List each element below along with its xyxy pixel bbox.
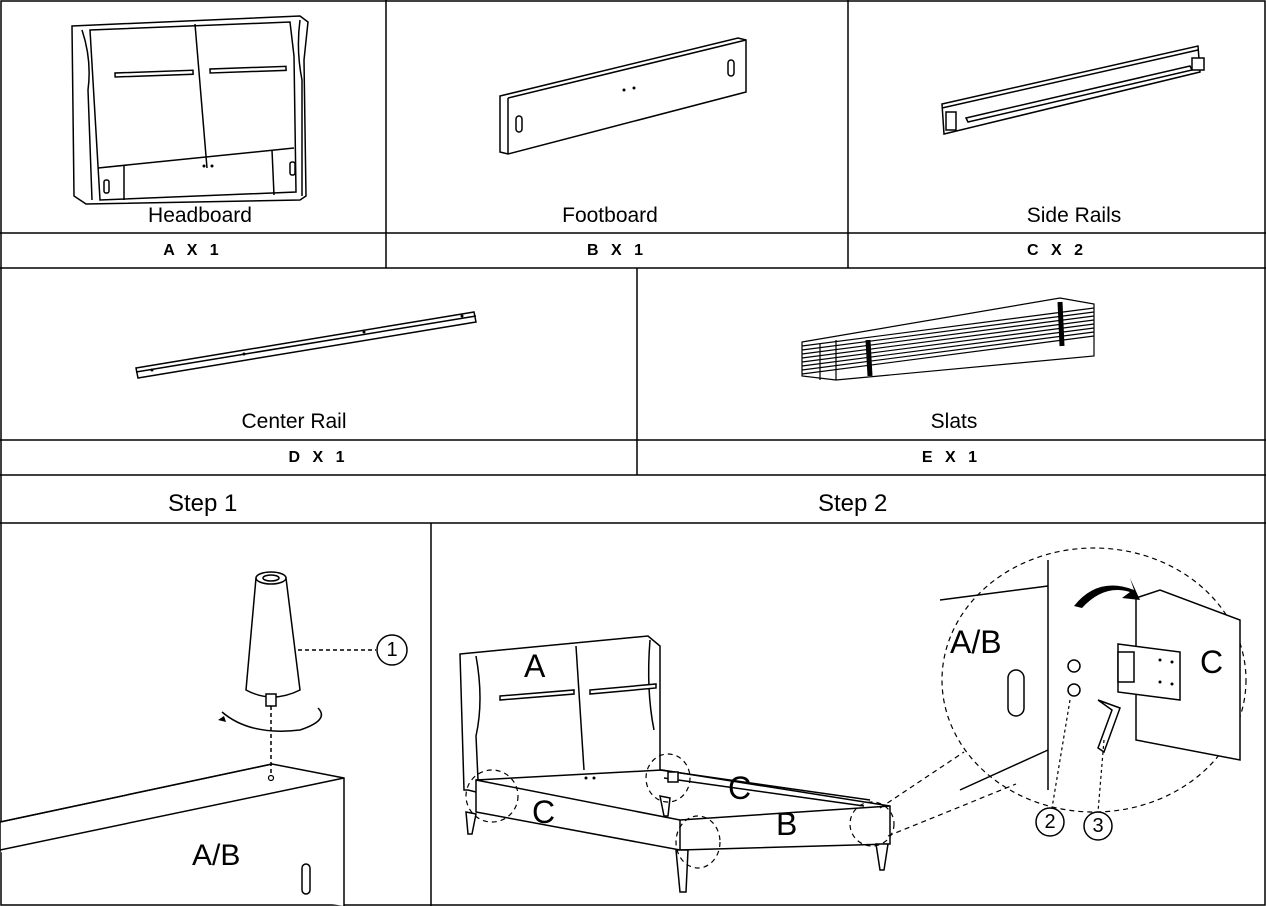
step2-label-c-left: C xyxy=(532,794,556,830)
part-name-footboard: Footboard xyxy=(562,204,658,227)
step2-heading: Step 2 xyxy=(818,490,888,517)
step2-label-a: A xyxy=(524,648,546,684)
part-qty-c: C X 2 xyxy=(1026,242,1087,259)
part-name-slats: Slats xyxy=(930,410,978,433)
part-name-side-rails: Side Rails xyxy=(1026,204,1122,227)
detail-label-c: C xyxy=(1200,644,1224,680)
step2-label-c-right: C xyxy=(728,770,752,806)
part-qty-d: D X 1 xyxy=(288,449,349,466)
detail-label-ab: A/B xyxy=(950,624,1002,660)
part-qty-b: B X 1 xyxy=(586,242,647,259)
callout-2-number: 2 xyxy=(1044,811,1056,833)
part-qty-e: E X 1 xyxy=(921,449,982,466)
step1-heading: Step 1 xyxy=(168,490,238,517)
step1-callout-number: 1 xyxy=(386,639,398,661)
step2-label-b: B xyxy=(776,806,798,842)
part-name-center-rail: Center Rail xyxy=(241,410,347,433)
callout-3-number: 3 xyxy=(1092,815,1104,837)
part-qty-a: A X 1 xyxy=(163,242,223,259)
step1-board-label: A/B xyxy=(192,839,241,872)
part-name-headboard: Headboard xyxy=(148,204,252,227)
